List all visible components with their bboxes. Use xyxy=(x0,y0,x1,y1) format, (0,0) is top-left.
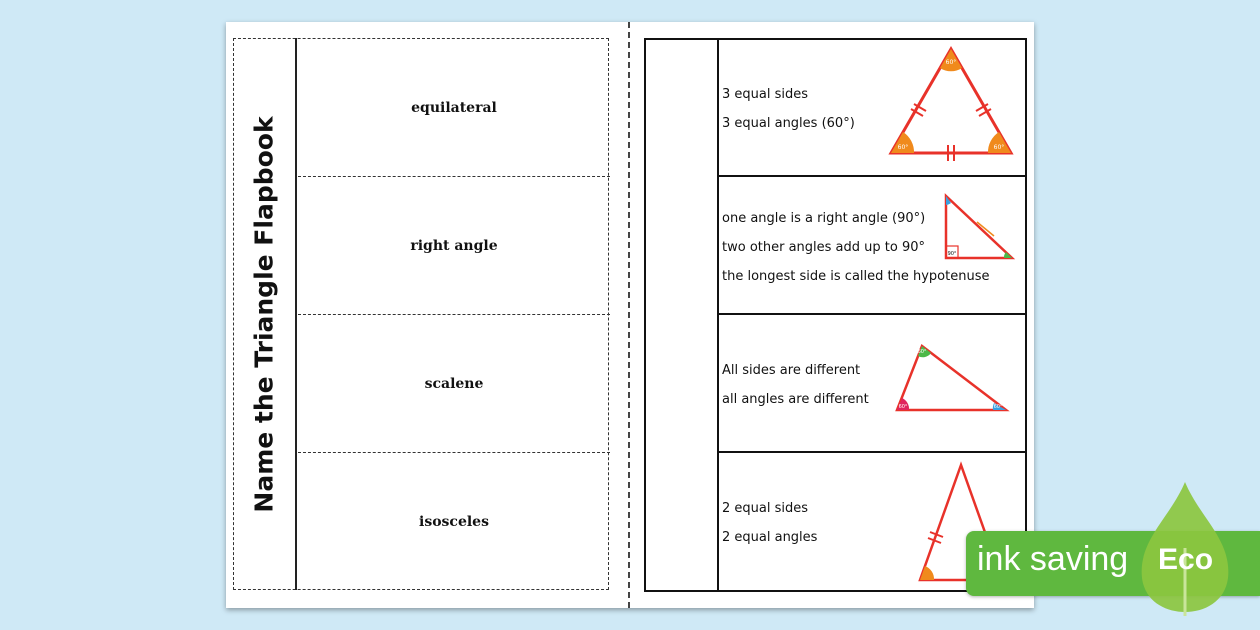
flap-scalene[interactable]: scalene xyxy=(298,315,610,452)
flap-label: equilateral xyxy=(411,99,497,116)
flap-label: isosceles xyxy=(419,513,489,530)
left-spine xyxy=(295,38,297,590)
description-equilateral: 3 equal sides 3 equal angles (60°) xyxy=(722,80,855,138)
description-line: 3 equal sides xyxy=(722,87,809,102)
description-line: all angles are different xyxy=(722,392,869,407)
angle-label: 60° xyxy=(994,144,1005,151)
flap-isosceles[interactable]: isosceles xyxy=(298,453,610,590)
fold-line xyxy=(628,22,630,608)
flap-equilateral[interactable]: equilateral xyxy=(298,39,610,176)
flap-divider xyxy=(298,314,610,315)
page-title: Name the Triangle Flapbook xyxy=(249,115,279,513)
description-line: All sides are different xyxy=(722,363,861,378)
angle-label: 60° xyxy=(899,404,908,410)
description-line: the longest side is called the hypotenus… xyxy=(722,269,990,284)
description-line: 2 equal angles xyxy=(722,530,818,545)
angle-label: 60° xyxy=(898,144,909,151)
ink-saving-label: ink saving xyxy=(977,540,1129,578)
scalene-triangle-icon: 60° 60° 60° xyxy=(895,344,1010,412)
angle-label: 60° xyxy=(918,349,927,355)
flap-divider xyxy=(298,176,610,177)
angle-label: 60° xyxy=(946,59,957,66)
leaf-icon xyxy=(1141,482,1229,616)
description-line: two other angles add up to 90° xyxy=(722,240,926,255)
description-line: 2 equal sides xyxy=(722,501,809,516)
angle-label: 60° xyxy=(994,404,1003,410)
answer-frame xyxy=(644,38,1027,592)
title-column: Name the Triangle Flapbook xyxy=(233,38,295,590)
description-right-angle: one angle is a right angle (90°) two oth… xyxy=(722,204,989,291)
isosceles-triangle-icon xyxy=(918,461,1004,582)
angle-label: 90° xyxy=(948,251,957,257)
flap-divider xyxy=(298,452,610,453)
description-line: 3 equal angles (60°) xyxy=(722,116,855,131)
flap-label: right angle xyxy=(410,237,498,254)
equilateral-triangle-icon: 60° 60° 60° xyxy=(888,45,1014,161)
description-scalene: All sides are different all angles are d… xyxy=(722,356,869,414)
description-isosceles: 2 equal sides 2 equal angles xyxy=(722,494,817,552)
right-spine xyxy=(717,38,719,592)
row-divider xyxy=(717,451,1027,453)
flap-right-angle[interactable]: right angle xyxy=(298,177,610,314)
worksheet-page: Name the Triangle Flapbook equilateral r… xyxy=(226,22,1034,608)
flap-label: scalene xyxy=(424,375,484,392)
right-triangle-icon: 90° xyxy=(944,193,1016,260)
row-divider xyxy=(717,175,1027,177)
eco-label: Eco xyxy=(1158,543,1214,576)
row-divider xyxy=(717,313,1027,315)
description-line: one angle is a right angle (90°) xyxy=(722,211,926,226)
